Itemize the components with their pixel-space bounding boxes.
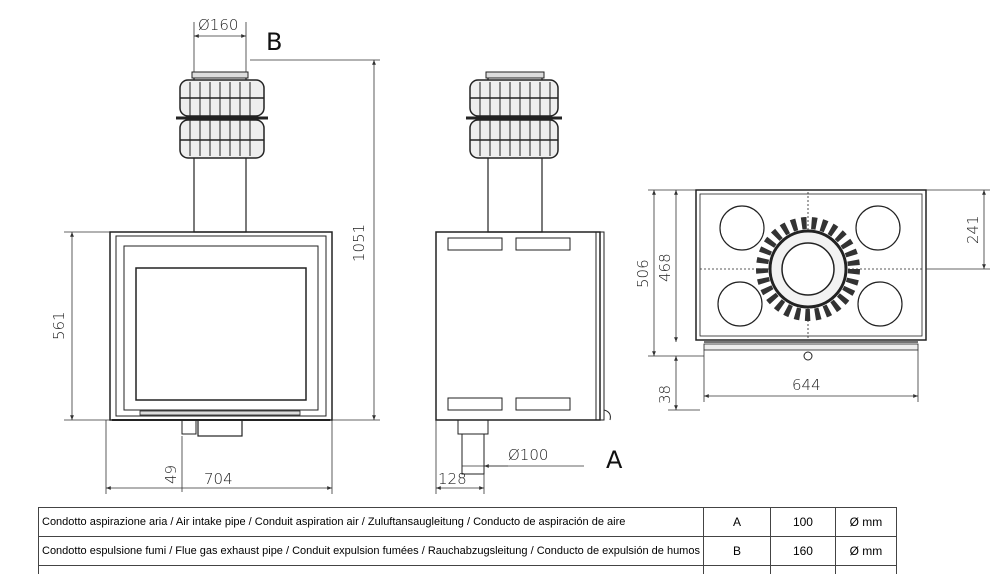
row-description: Condotto aspirazione aria / Air intake p… <box>39 508 704 537</box>
dim-top-center-depth: 241 <box>964 215 982 244</box>
flue-ring-top-icon <box>762 223 854 315</box>
dim-total-height: 1051 <box>350 224 368 262</box>
row-value: 100 <box>770 508 835 537</box>
row-unit: Ø mm <box>835 537 896 566</box>
dim-bottom-offset: 49 <box>162 465 180 484</box>
label-intake-a: A <box>606 446 623 474</box>
dim-intake-diameter: Ø100 <box>508 446 548 464</box>
top-view <box>696 190 926 360</box>
row-unit: Ø mm <box>835 508 896 537</box>
dim-side-offset: 128 <box>438 470 467 488</box>
table-row: Condotto aspirazione aria / Air intake p… <box>39 508 897 537</box>
dim-top-depth: 506 <box>634 259 652 288</box>
side-view <box>436 72 610 474</box>
row-description: Condotto espulsione fumi / Flue gas exha… <box>39 537 704 566</box>
row-value: 160 <box>770 537 835 566</box>
dim-body-height: 561 <box>50 311 68 340</box>
table-row: Condotto espulsione fumi / Flue gas exha… <box>39 537 897 566</box>
row-code: A <box>703 508 770 537</box>
row-code: B <box>703 537 770 566</box>
dim-front-width: 704 <box>204 470 233 488</box>
pipe-spec-table: Condotto aspirazione aria / Air intake p… <box>38 507 897 574</box>
label-flue-b: B <box>266 28 282 56</box>
front-view <box>110 72 332 436</box>
dim-top-width: 644 <box>792 376 821 394</box>
dim-pipe-top-diameter: Ø160 <box>198 16 238 34</box>
technical-drawing: Ø160 B 1051 561 49 704 <box>0 0 1004 505</box>
dim-base-height: 38 <box>656 385 674 404</box>
flue-cooling-rings-icon <box>176 80 268 158</box>
table-row <box>39 566 897 574</box>
dim-top-inner-depth: 468 <box>656 253 674 282</box>
flue-cooling-rings-side-icon <box>466 80 562 158</box>
